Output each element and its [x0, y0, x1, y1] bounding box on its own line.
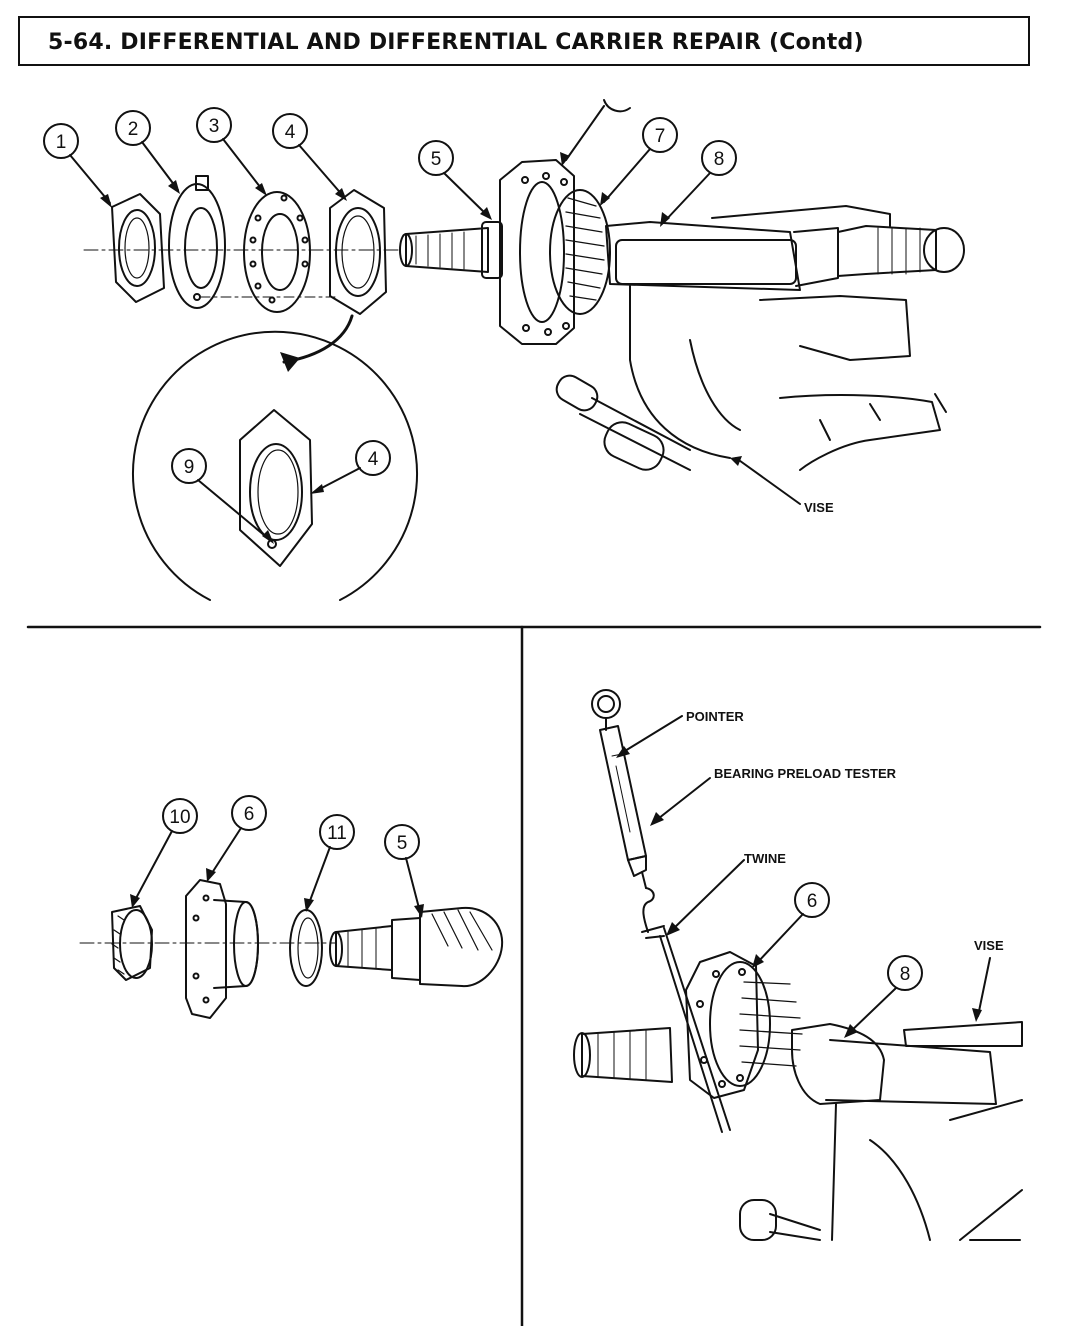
- callout-4: 4: [285, 122, 296, 143]
- bearing-preload-tester-label: BEARING PRELOAD TESTER: [714, 766, 897, 781]
- pointer-label: POINTER: [686, 709, 744, 724]
- detail-circle: [132, 330, 418, 601]
- callout-7: 7: [655, 126, 666, 147]
- section-header-box: 5-64. DIFFERENTIAL AND DIFFERENTIAL CARR…: [18, 16, 1030, 66]
- bearing-preload-tester: [591, 689, 655, 933]
- part-8-carrier-br: [739, 1021, 1023, 1241]
- callout-1: 1: [56, 132, 67, 153]
- callout-3: 3: [209, 116, 220, 137]
- callout-10: 10: [169, 807, 190, 828]
- callout-5: 5: [431, 149, 442, 170]
- callout-2: 2: [128, 119, 139, 140]
- part-8-carrier: [605, 205, 965, 291]
- callout-11: 11: [327, 823, 347, 844]
- part-5-pinion-bl: [329, 906, 504, 988]
- shaft-br: [573, 1027, 673, 1083]
- part-6-bearing-cage: [499, 159, 575, 345]
- vise-leader-top: [735, 457, 801, 505]
- top-callouts: [43, 99, 737, 541]
- part-3-lock-plate: [243, 191, 311, 313]
- detail-callout-9: 9: [184, 457, 195, 478]
- twine-label: TWINE: [744, 851, 786, 866]
- vise-label-br: VISE: [974, 938, 1004, 953]
- top-arrowheads: [100, 152, 742, 544]
- detail-callout-4: 4: [368, 449, 379, 470]
- callout-5-bl: 5: [397, 833, 408, 854]
- section-title: 5-64. DIFFERENTIAL AND DIFFERENTIAL CARR…: [48, 30, 864, 55]
- bottom-right-view: POINTER BEARING PRELOAD TESTER TWINE 6 8…: [573, 689, 1023, 1241]
- callout-8-br: 8: [900, 964, 911, 985]
- vise-label-top: VISE: [804, 500, 834, 515]
- part-6-cage-br: [685, 951, 803, 1099]
- part-11-bearing-cup: [289, 909, 323, 987]
- part-1-nut: [111, 193, 165, 303]
- bottom-left-exploded-view: 10 6 11 5: [79, 795, 504, 1019]
- part-7-gear: [549, 189, 611, 315]
- part-6-cage-bl: [185, 879, 259, 1019]
- callout-8: 8: [714, 149, 725, 170]
- callout-6-br: 6: [807, 891, 818, 912]
- part-2-washer: [168, 175, 226, 309]
- detail-arrow-head: [280, 352, 300, 372]
- top-exploded-view: VISE 1 2 3 4 5 7 8 9 4: [43, 99, 965, 601]
- part-5-pinion-shaft: [399, 221, 503, 279]
- vise-top: [555, 285, 947, 471]
- part-4-nut: [329, 189, 387, 315]
- callout-6-bl: 6: [244, 804, 255, 825]
- part-10-bearing: [111, 905, 153, 981]
